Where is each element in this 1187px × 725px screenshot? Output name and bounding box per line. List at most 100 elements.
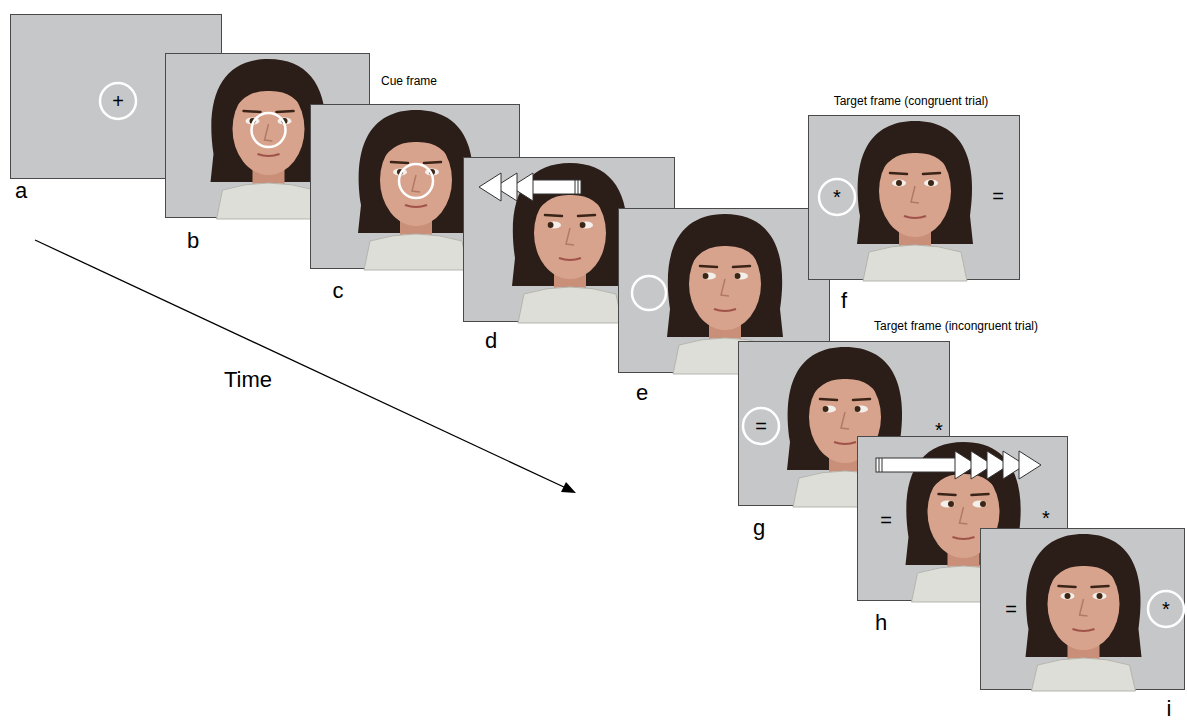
mouth — [953, 537, 975, 539]
eye-white — [941, 500, 955, 507]
eye-white — [822, 405, 836, 412]
eyebrow — [578, 215, 595, 216]
frame-letter: i — [1167, 698, 1172, 720]
eye-white — [892, 179, 906, 186]
turtleneck — [217, 183, 321, 219]
turtleneck — [364, 234, 468, 270]
hair-fringe — [808, 369, 882, 404]
iris — [928, 180, 934, 186]
eye-white — [973, 500, 987, 507]
arrow-stripe — [578, 180, 579, 194]
arrow-chevron — [479, 173, 501, 201]
nose — [721, 279, 729, 296]
frame-letter: e — [636, 382, 648, 404]
iris — [948, 501, 954, 507]
target-symbol: * — [1042, 508, 1050, 528]
eye-white — [924, 179, 938, 186]
frame-letter: c — [333, 280, 344, 302]
time-arrowhead — [561, 482, 576, 493]
eyebrow — [972, 494, 989, 495]
iris — [735, 273, 741, 279]
fixation-circle — [252, 113, 286, 147]
nose — [412, 175, 420, 192]
location-circle — [819, 179, 855, 215]
hair — [512, 163, 628, 286]
turtleneck — [863, 245, 967, 281]
nose — [841, 412, 849, 429]
iris — [855, 406, 861, 412]
arrow-shaft — [527, 180, 581, 194]
eyebrow — [820, 399, 837, 400]
mouth — [258, 154, 280, 156]
face-photo — [857, 121, 973, 281]
frame-heading: Target frame (incongruent trial) — [874, 320, 1038, 332]
eyebrow — [277, 111, 294, 112]
eyebrow — [424, 162, 441, 163]
iris — [896, 180, 902, 186]
eyebrow — [733, 266, 750, 267]
eye-white — [702, 272, 716, 279]
iris — [823, 406, 829, 412]
eye-white — [1061, 592, 1075, 599]
hair — [358, 110, 474, 233]
frame-letter: b — [187, 230, 199, 252]
face-photo — [512, 163, 628, 323]
eyebrow — [1092, 586, 1109, 587]
mouth — [405, 205, 427, 207]
eye-white — [854, 405, 868, 412]
stimulus-frame: Target frame (congruent trial)*=f — [808, 115, 1020, 280]
hair-fringe — [1047, 556, 1121, 591]
iris — [1065, 593, 1071, 599]
eyebrow — [391, 162, 408, 163]
target-symbol: = — [880, 510, 892, 530]
mouth — [1073, 629, 1095, 631]
eye-white — [579, 221, 593, 228]
eyebrow — [244, 111, 261, 112]
location-circle — [743, 408, 779, 444]
eyebrow — [890, 173, 907, 174]
frame-letter: g — [753, 517, 765, 539]
arrow-chevron — [1019, 451, 1041, 479]
stimulus-frame: =*i — [980, 528, 1185, 690]
frame-heading: Target frame (congruent trial) — [834, 95, 989, 107]
arrow-stripe — [882, 458, 883, 472]
arrow-stripe — [575, 180, 576, 194]
hair-fringe — [232, 81, 306, 116]
target-symbol: * — [833, 187, 841, 207]
turtleneck — [518, 287, 622, 323]
eye-white — [734, 272, 748, 279]
nose — [911, 186, 919, 203]
eyebrow — [939, 494, 956, 495]
nose — [566, 228, 574, 245]
gaze-arrow — [479, 173, 581, 201]
mouth — [904, 216, 926, 218]
location-circle — [1148, 591, 1184, 627]
axis-label: Time — [224, 369, 272, 391]
iris — [980, 501, 986, 507]
eyebrow — [700, 266, 717, 267]
hair — [667, 214, 783, 337]
eye-white — [547, 221, 561, 228]
target-symbol: = — [992, 186, 1004, 206]
eyebrow — [1059, 586, 1076, 587]
iris — [580, 222, 586, 228]
fixation-circle — [399, 164, 433, 198]
turtleneck — [1032, 658, 1136, 691]
arrow-shaft — [876, 458, 961, 472]
location-circle — [632, 276, 666, 310]
face-photo — [358, 110, 474, 270]
iris — [548, 222, 554, 228]
frame-letter: a — [15, 180, 27, 202]
hair-fringe — [878, 143, 952, 178]
iris — [703, 273, 709, 279]
eyebrow — [923, 173, 940, 174]
fixation-cross: + — [112, 91, 124, 111]
target-symbol: = — [755, 416, 767, 436]
hair — [857, 121, 973, 244]
eye-white — [1093, 592, 1107, 599]
mouth — [834, 442, 856, 444]
gaze-arrow — [876, 451, 1041, 479]
frame-heading: Cue frame — [381, 75, 437, 87]
iris — [1097, 593, 1103, 599]
hair — [1026, 534, 1142, 657]
